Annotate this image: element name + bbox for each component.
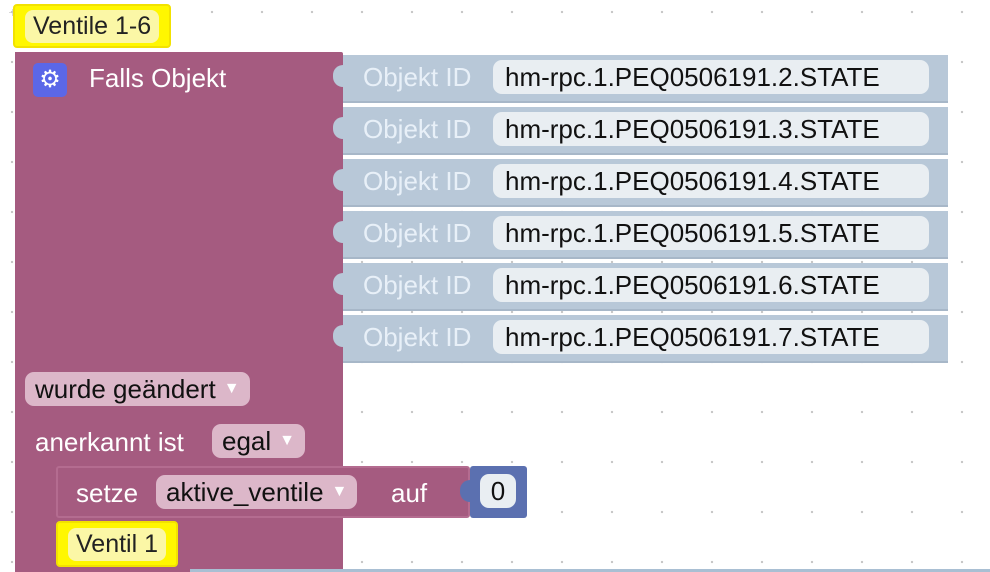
- set-label: setze: [76, 478, 139, 508]
- caret-down-icon: ▼: [331, 483, 348, 500]
- variable-dropdown-value: aktive_ventile: [166, 476, 324, 507]
- condition-dropdown[interactable]: wurde geändert ▼: [25, 372, 250, 406]
- object-id-field[interactable]: hm-rpc.1.PEQ0506191.5.STATE: [493, 216, 929, 250]
- object-id-field[interactable]: hm-rpc.1.PEQ0506191.2.STATE: [493, 60, 929, 94]
- ack-dropdown-value: egal: [222, 425, 272, 456]
- object-id-field[interactable]: hm-rpc.1.PEQ0506191.4.STATE: [493, 164, 929, 198]
- object-id-field[interactable]: hm-rpc.1.PEQ0506191.3.STATE: [493, 112, 929, 146]
- object-id-field[interactable]: hm-rpc.1.PEQ0506191.6.STATE: [493, 268, 929, 302]
- caret-down-icon: ▼: [223, 380, 240, 397]
- object-id-block[interactable]: Objekt ID hm-rpc.1.PEQ0506191.6.STATE: [333, 263, 948, 311]
- puzzle-connector: [333, 273, 351, 295]
- object-id-block[interactable]: Objekt ID hm-rpc.1.PEQ0506191.4.STATE: [333, 159, 948, 207]
- ack-label: anerkannt ist: [35, 427, 184, 457]
- puzzle-connector: [333, 169, 351, 191]
- puzzle-connector: [333, 325, 351, 347]
- gear-icon[interactable]: ⚙: [33, 63, 67, 97]
- comment-text: Ventile 1-6: [25, 9, 160, 43]
- object-id-label: Objekt ID: [363, 322, 472, 352]
- puzzle-connector: [460, 480, 478, 502]
- event-header-label: Falls Objekt: [89, 63, 227, 93]
- to-label: auf: [391, 478, 428, 508]
- variable-dropdown[interactable]: aktive_ventile ▼: [156, 475, 358, 509]
- comment-label-top[interactable]: Ventile 1-6: [13, 4, 172, 48]
- set-variable-block[interactable]: [56, 466, 470, 518]
- comment-label-bottom[interactable]: Ventil 1: [56, 521, 179, 567]
- comment-text: Ventil 1: [68, 527, 167, 561]
- object-id-label: Objekt ID: [363, 114, 472, 144]
- object-id-block[interactable]: Objekt ID hm-rpc.1.PEQ0506191.5.STATE: [333, 211, 948, 259]
- object-id-label: Objekt ID: [363, 218, 472, 248]
- caret-down-icon: ▼: [279, 432, 295, 449]
- puzzle-connector: [333, 65, 351, 87]
- puzzle-connector: [333, 221, 351, 243]
- object-id-label: Objekt ID: [363, 166, 472, 196]
- object-id-label: Objekt ID: [363, 62, 472, 92]
- puzzle-connector: [333, 117, 351, 139]
- condition-dropdown-value: wurde geändert: [35, 373, 216, 404]
- object-id-block[interactable]: Objekt ID hm-rpc.1.PEQ0506191.7.STATE: [333, 315, 948, 363]
- number-value-field[interactable]: 0: [480, 474, 516, 508]
- object-id-label: Objekt ID: [363, 270, 472, 300]
- object-id-block[interactable]: Objekt ID hm-rpc.1.PEQ0506191.3.STATE: [333, 107, 948, 155]
- object-id-field[interactable]: hm-rpc.1.PEQ0506191.7.STATE: [493, 320, 929, 354]
- ack-dropdown[interactable]: egal ▼: [212, 424, 305, 458]
- number-block[interactable]: 0: [460, 466, 527, 518]
- block-edge: [190, 569, 990, 572]
- object-id-block[interactable]: Objekt ID hm-rpc.1.PEQ0506191.2.STATE: [333, 55, 948, 103]
